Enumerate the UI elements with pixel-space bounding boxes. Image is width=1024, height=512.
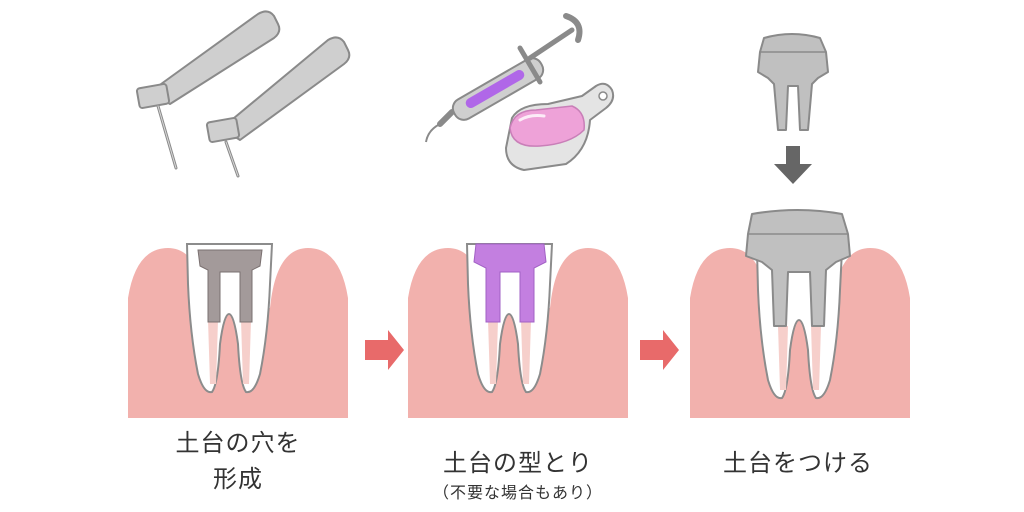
step-arrow-2	[640, 330, 679, 370]
step-arrow-1	[365, 330, 404, 370]
tooth	[466, 243, 553, 394]
dental-handpiece-icon	[135, 10, 281, 170]
post-core-icon	[757, 33, 829, 131]
tooth	[186, 243, 273, 394]
root-canal	[521, 320, 531, 384]
step-1-title-line2: 形成	[213, 465, 263, 493]
step-2-illustration	[408, 13, 628, 418]
step-3-illustration	[690, 33, 910, 418]
step-2-note: （不要な場合もあり）	[432, 483, 603, 502]
step-3-title: 土台をつける	[723, 449, 873, 477]
root-canal	[811, 326, 821, 390]
root-canal	[778, 326, 788, 390]
down-arrow-icon	[774, 146, 812, 184]
root-canal	[208, 320, 218, 384]
impression-tray-icon	[505, 82, 615, 171]
step-1-title-line1: 土台の穴を	[175, 429, 301, 457]
root-canal	[488, 320, 498, 384]
impression-material	[473, 243, 547, 323]
step-1-illustration	[128, 10, 351, 418]
impression-syringe-icon	[425, 13, 583, 143]
root-canal	[241, 320, 251, 384]
dental-handpiece-icon	[205, 36, 351, 178]
drilled-hole	[197, 249, 263, 323]
step-2-title: 土台の型とり	[443, 449, 593, 477]
seated-post-core	[745, 209, 851, 327]
tooth	[756, 249, 843, 400]
